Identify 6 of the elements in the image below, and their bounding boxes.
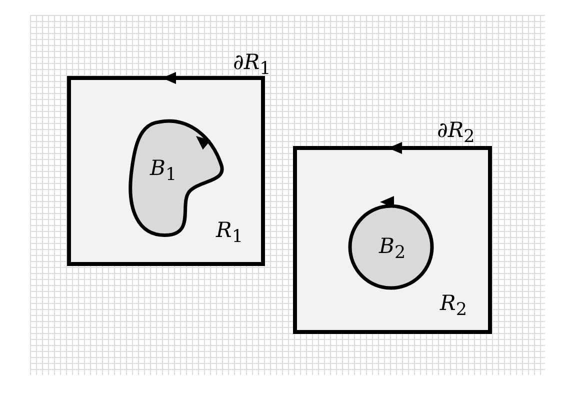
boundary-label: ∂R$_{2}$ bbox=[437, 120, 475, 147]
region-label: B$_{2}$ bbox=[379, 236, 406, 263]
region-label: B$_{1}$ bbox=[150, 158, 177, 185]
region-label: R$_{2}$ bbox=[440, 293, 467, 320]
boundary-label: ∂R$_{1}$ bbox=[233, 52, 271, 79]
region-label: R$_{1}$ bbox=[216, 220, 243, 247]
